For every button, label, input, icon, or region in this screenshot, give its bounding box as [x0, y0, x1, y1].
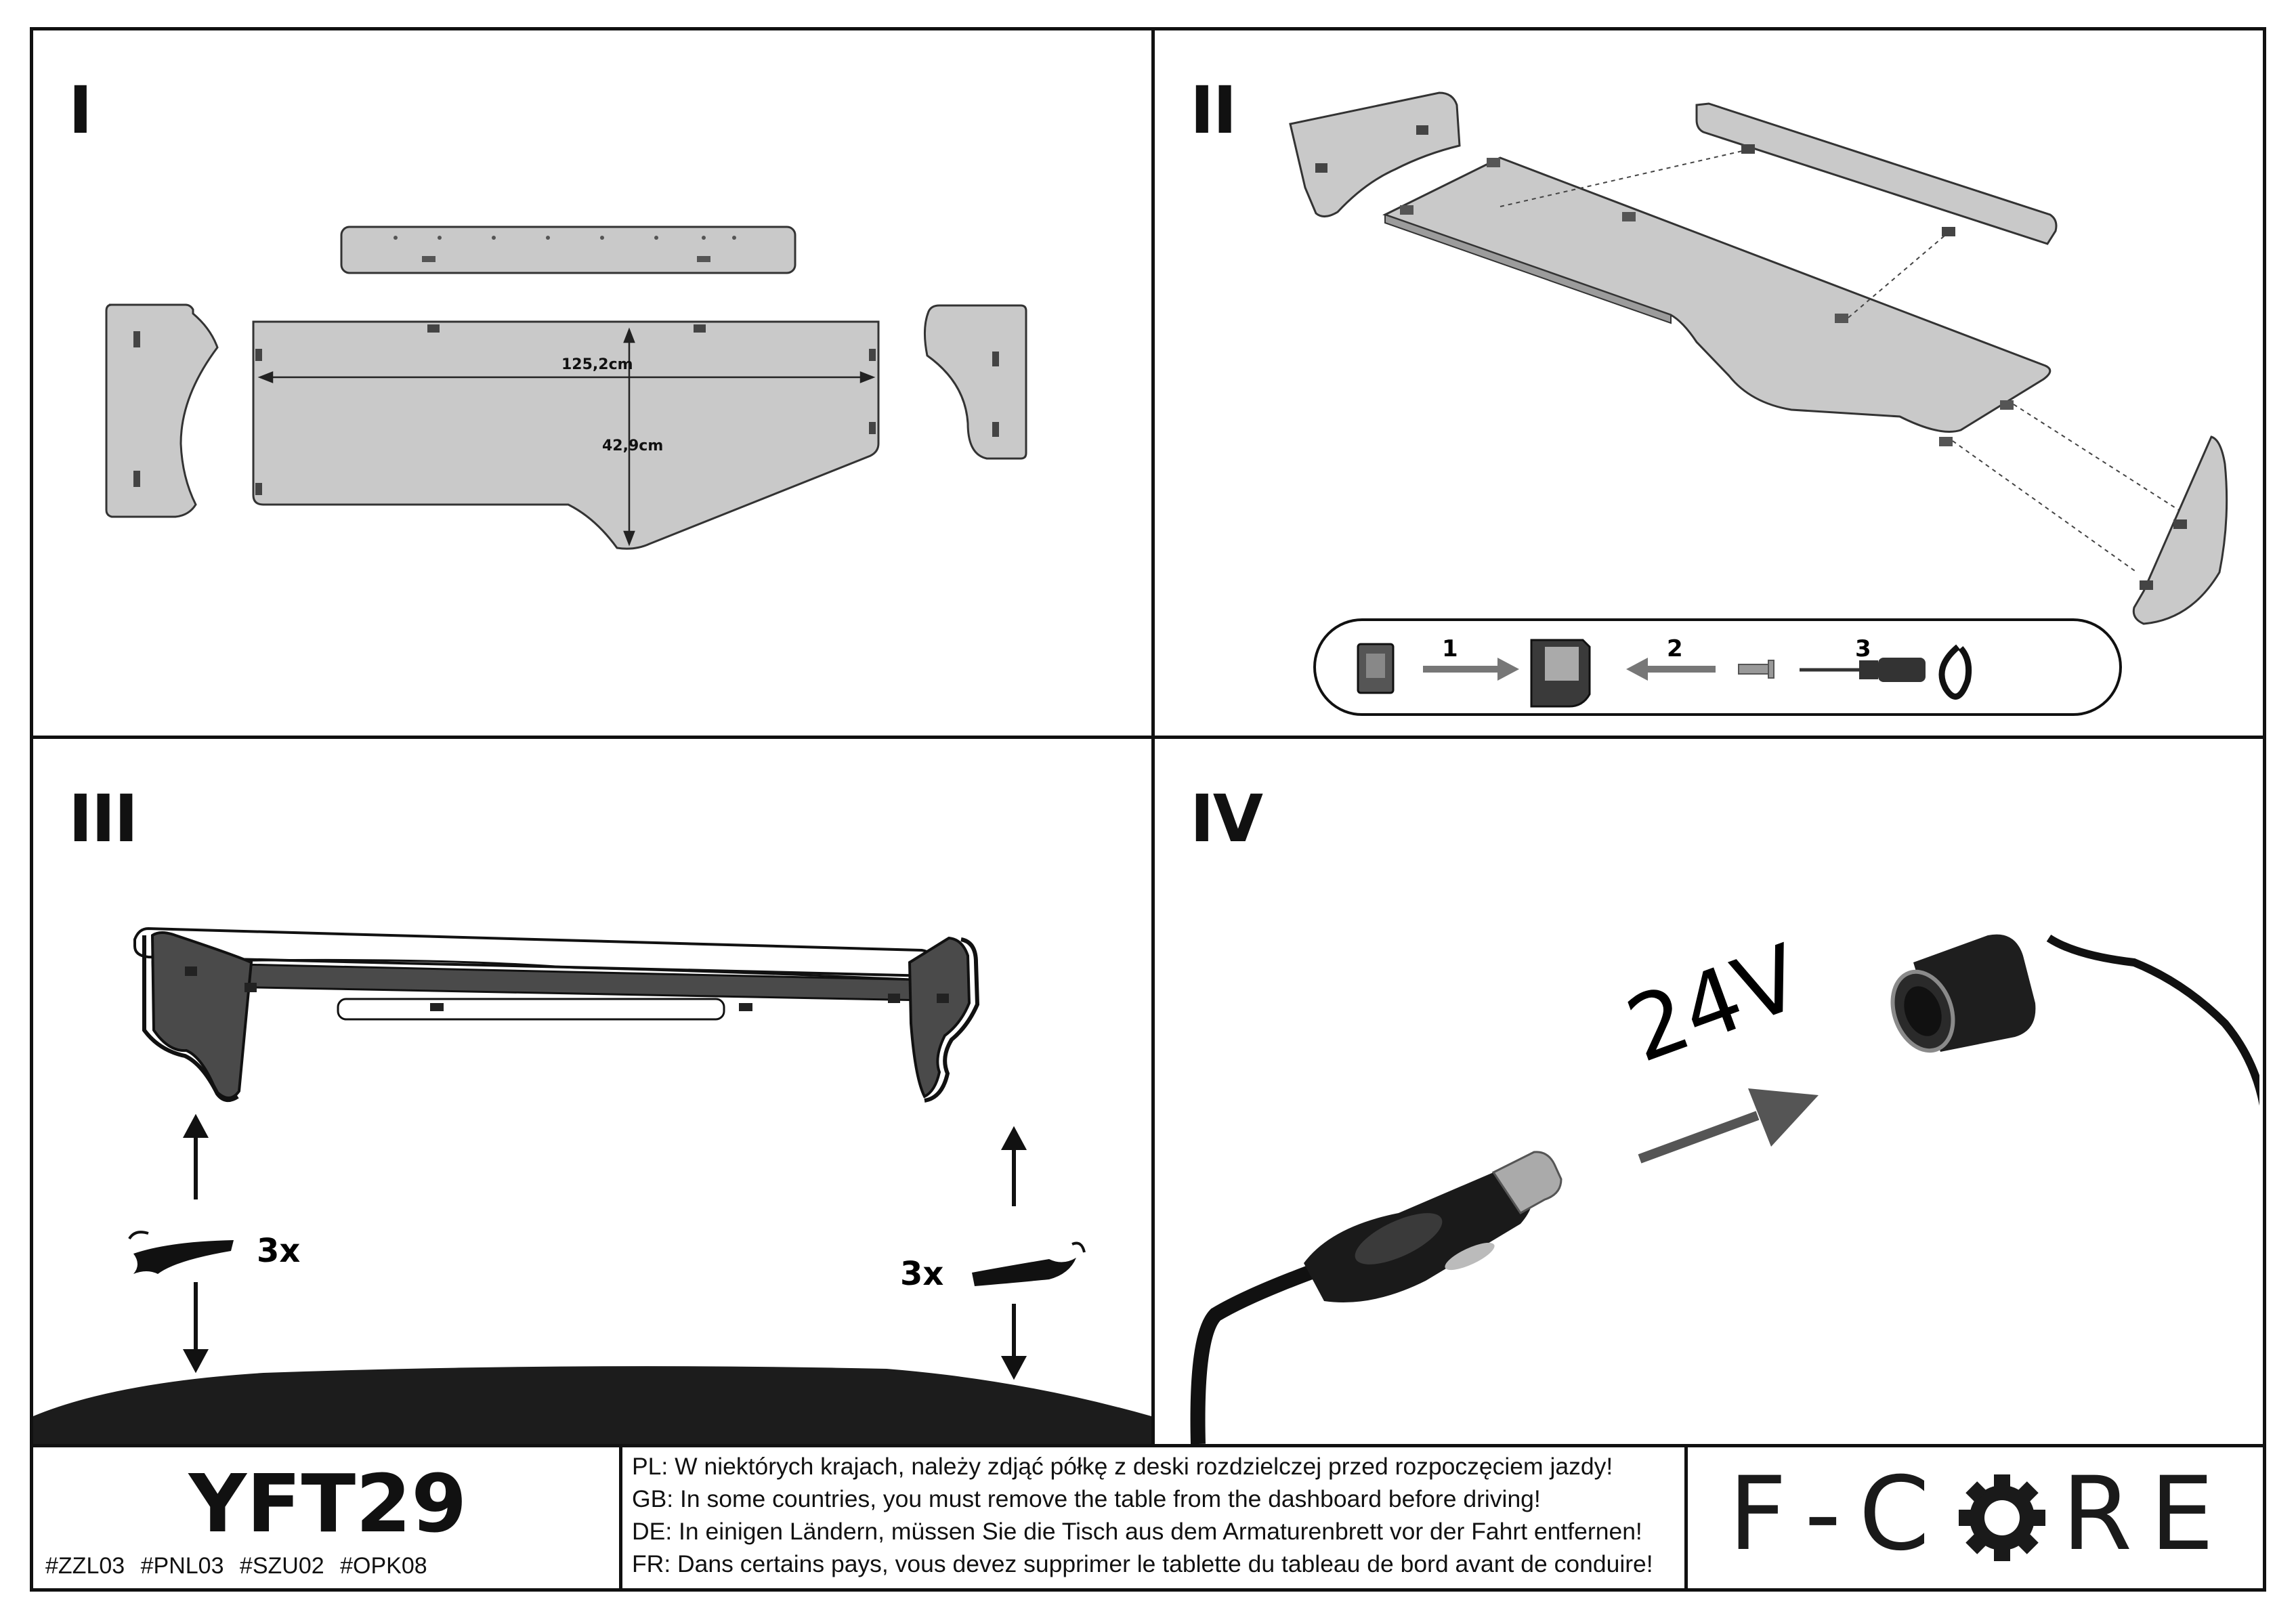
- strip-count-left: 3x: [257, 1232, 300, 1270]
- back-rail-part: [340, 226, 796, 274]
- step-4-panel: IV 24V: [1155, 739, 2263, 1447]
- gear-icon: [1959, 1474, 2045, 1561]
- step-1-panel: I: [33, 30, 1155, 739]
- mounted-shelf-drawing: 3x 3x: [33, 927, 1151, 1444]
- driving-warning-box: PL: W niektórych krajach, należy zdjąć p…: [622, 1447, 1688, 1588]
- step-number: II: [1190, 72, 1237, 148]
- exploded-assembly-drawing: 1 2 3: [1289, 91, 2228, 716]
- step-3-label: 3: [1855, 635, 1871, 662]
- footer: YFT29 #ZZL03 #PNL03 #SZU02 #OPK08 PL: W …: [33, 1447, 2263, 1588]
- left-support: [150, 931, 253, 1099]
- screwdriver-icon: [1800, 658, 1926, 682]
- velcro-strip-right: [972, 1258, 1076, 1286]
- part-codes: #ZZL03 #PNL03 #SZU02 #OPK08: [45, 1553, 427, 1579]
- step-number: IV: [1190, 781, 1263, 857]
- direction-arrow: [1638, 1088, 1819, 1164]
- warning-gb: GB: In some countries, you must remove t…: [632, 1485, 1541, 1512]
- mounted-bracket-icon: [1530, 639, 1591, 708]
- velcro-strip-left: [133, 1240, 234, 1274]
- f-core-logo: F-C RE: [1728, 1455, 2232, 1573]
- length-dimension: 125,2cm: [561, 356, 633, 373]
- power-socket-icon: [1890, 934, 2259, 1106]
- shelf-part: [1382, 156, 2051, 433]
- step-number: I: [68, 72, 93, 148]
- right-support: [908, 936, 971, 1099]
- model-number: YFT29: [188, 1457, 467, 1550]
- voltage-label: 24V: [1614, 925, 1814, 1083]
- warning-fr: FR: Dans certains pays, vous devez suppr…: [632, 1550, 1653, 1577]
- strip-count-right: 3x: [900, 1255, 943, 1293]
- step-number: III: [68, 781, 138, 857]
- step-1-label: 1: [1442, 635, 1458, 662]
- back-rail: [337, 998, 725, 1021]
- warning-pl: PL: W niektórych krajach, należy zdjąć p…: [632, 1453, 1613, 1480]
- power-connection-drawing: 24V: [1190, 925, 2259, 1444]
- depth-dimension: 42,9cm: [602, 438, 663, 454]
- rail-part: [1695, 102, 2058, 245]
- step-2-panel: II: [1155, 30, 2263, 739]
- dashboard-shape: [33, 1366, 1151, 1444]
- brand-box: F-C RE: [1688, 1447, 2263, 1588]
- model-box: YFT29 #ZZL03 #PNL03 #SZU02 #OPK08: [33, 1447, 622, 1588]
- step-2-label: 2: [1667, 635, 1683, 662]
- step-3-panel: III 3x: [33, 739, 1155, 1447]
- logo-right-text: RE: [2062, 1455, 2232, 1573]
- rotate-icon: [1938, 644, 1972, 700]
- screw-icon: [1738, 660, 1774, 679]
- right-end-part: [2132, 435, 2228, 625]
- instruction-sheet: I: [30, 27, 2266, 1592]
- bracket-icon: [1357, 643, 1395, 694]
- left-side-part: [105, 303, 219, 518]
- logo-left-text: F-C: [1728, 1455, 1947, 1573]
- cigarette-plug-icon: [1190, 1151, 1562, 1444]
- right-side-part: [923, 304, 1027, 460]
- parts-layout-drawing: 125,2cm 42,9cm: [105, 226, 1027, 550]
- warning-de: DE: In einigen Ländern, müssen Sie die T…: [632, 1518, 1642, 1545]
- fastening-steps-box: [1313, 618, 2122, 716]
- left-end-part: [1289, 91, 1461, 217]
- main-shelf-part: [252, 320, 880, 550]
